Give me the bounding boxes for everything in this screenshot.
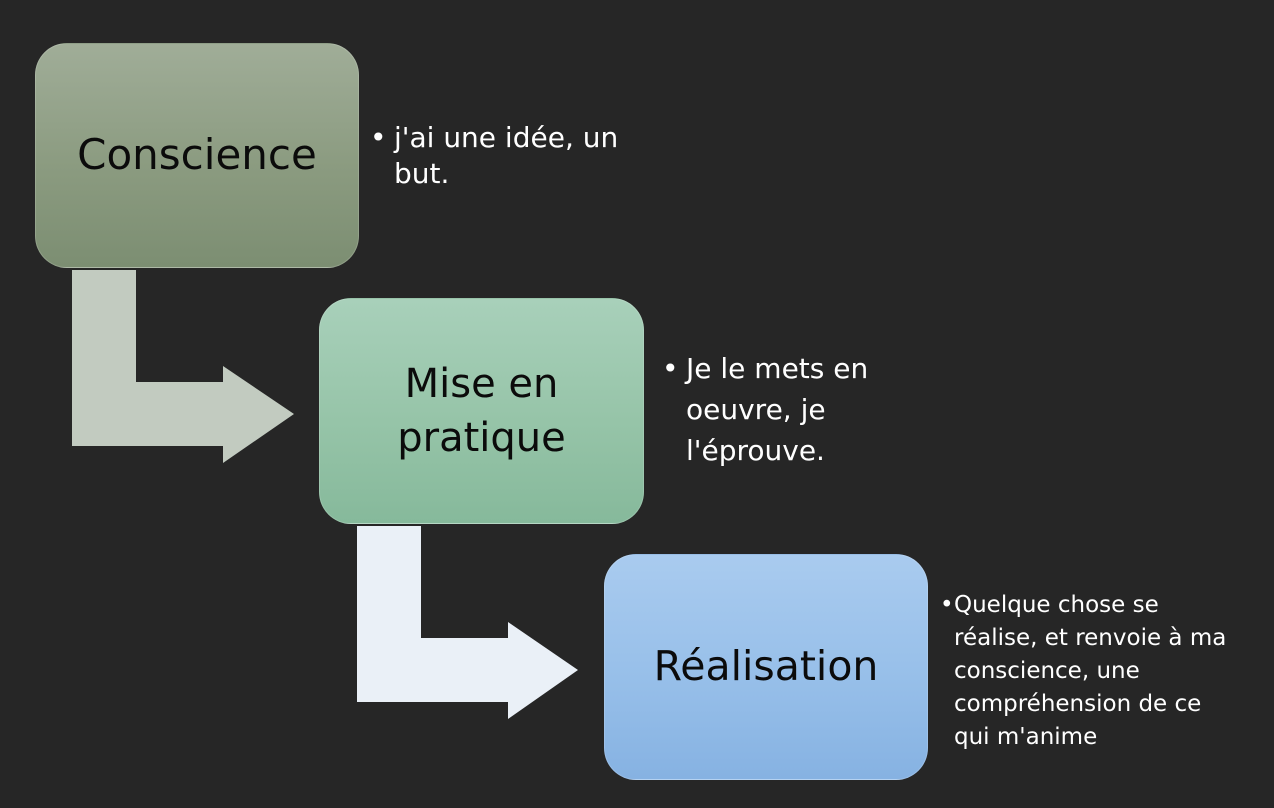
step-description-conscience: • j'ai une idée, un but. [370,120,630,193]
step-label-mise-en-pratique: Mise en pratique [397,361,566,461]
step-description-mise-en-pratique: • Je le mets en oeuvre, je l'éprouve. [662,349,922,472]
step-description-realisation: • Quelque chose se réalise, et renvoie à… [940,589,1230,755]
bullet-icon: • [662,352,679,385]
bullet-icon: • [940,592,954,618]
description-text: Quelque chose se réalise, et renvoie à m… [954,592,1227,751]
step-box-realisation: Réalisation [604,554,928,780]
description-text: Je le mets en oeuvre, je l'éprouve. [686,352,869,467]
step-label-realisation: Réalisation [653,642,879,691]
step-box-conscience: Conscience [35,43,359,268]
step-box-mise-en-pratique: Mise en pratique [319,298,644,524]
description-text: j'ai une idée, un but. [394,121,619,191]
bent-arrow-1 [72,270,294,463]
bullet-icon: • [370,121,387,154]
bent-arrow-2 [357,526,578,719]
step-label-conscience: Conscience [77,130,317,180]
